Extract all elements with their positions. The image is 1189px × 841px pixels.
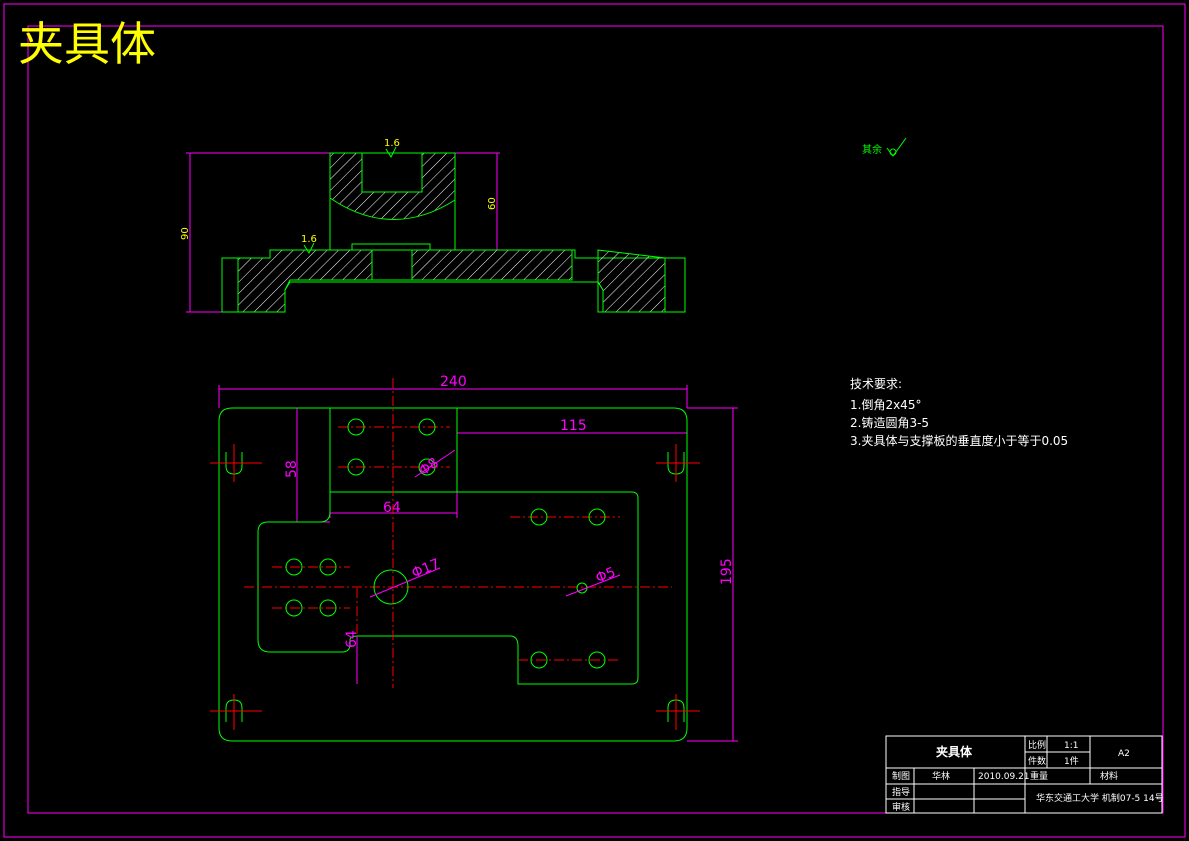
- hole: [285, 599, 303, 617]
- tb-qty-value: 1件: [1064, 755, 1079, 767]
- tech-item: 2.铸造圆角3-5: [850, 415, 929, 430]
- boss-hatch: [329, 152, 456, 220]
- tb-checked-label: 审核: [892, 801, 910, 813]
- title-block: 夹具体 比例 1:1 件数 1件 A2 制图 华林 2010.09.21 重量 …: [885, 735, 1164, 814]
- tb-material-label: 材料: [1100, 770, 1118, 782]
- tb-school: 华东交通工大学 机制07-5 14号: [1036, 792, 1164, 804]
- base-center-hole: [371, 249, 413, 281]
- leader-large-hole: [369, 567, 441, 598]
- tech-item: 3.夹具体与支撑板的垂直度小于等于0.05: [850, 433, 1068, 448]
- tech-requirements: 技术要求: 1.倒角2x45° 2.铸造圆角3-5 3.夹具体与支撑板的垂直度小…: [850, 377, 1068, 448]
- tb-scale-value: 1:1: [1064, 741, 1078, 751]
- tb-drawn-label: 制图: [892, 770, 910, 782]
- tb-scale-label: 比例: [1028, 739, 1046, 751]
- roughness-top-label: 1.6: [384, 138, 400, 149]
- dim-60-label: 60: [487, 197, 498, 210]
- dim-64-label: 64: [383, 500, 401, 516]
- roughness-rest-label: 其余: [862, 143, 882, 156]
- roughness-rest-symbol: [886, 137, 907, 157]
- dim-small-hole-label: Φ8: [416, 455, 441, 479]
- base-hatch-right: [597, 249, 666, 313]
- hole: [418, 418, 436, 436]
- dim-64-vertical-label: 64: [344, 630, 360, 648]
- leader-pin-hole: [565, 574, 621, 597]
- tech-heading: 技术要求:: [850, 377, 902, 391]
- hole: [418, 458, 436, 476]
- hole: [319, 599, 337, 617]
- dim-pin-hole-label: Φ5: [594, 564, 618, 586]
- slot-top-right: [656, 444, 700, 482]
- roughness-top-symbol: [385, 146, 397, 159]
- roughness-rest-circle: [889, 148, 897, 156]
- boss-slot: [361, 152, 423, 193]
- dim-large-hole-label: Φ17: [410, 556, 443, 582]
- section-view: 90 60 1.6 1.6: [180, 138, 686, 313]
- slot-bottom-left: [210, 694, 262, 730]
- tb-sheet-size: A2: [1118, 749, 1130, 759]
- hole: [319, 558, 337, 576]
- roughness-left-symbol: [303, 242, 315, 255]
- hole: [530, 651, 548, 669]
- hole: [347, 418, 365, 436]
- tb-date: 2010.09.21: [978, 772, 1030, 782]
- plan-view: 240 195 115 58 64: [210, 374, 738, 742]
- slot-bottom-right: [656, 694, 700, 730]
- tb-designed-label: 指导: [892, 786, 910, 798]
- hole: [285, 558, 303, 576]
- title-block-frame: [885, 735, 1163, 814]
- hole: [588, 651, 606, 669]
- slot-top-left: [210, 444, 262, 482]
- outer-border: [3, 3, 1186, 838]
- tb-qty-label: 件数: [1028, 755, 1046, 767]
- roughness-left-label: 1.6: [301, 234, 317, 245]
- hole: [530, 508, 548, 526]
- hole: [588, 508, 606, 526]
- tech-item: 1.倒角2x45°: [850, 398, 921, 412]
- dim-58-label: 58: [284, 460, 300, 478]
- hole: [347, 458, 365, 476]
- large-hole: [373, 569, 409, 605]
- tb-drawn-name: 华林: [932, 770, 950, 782]
- dim-195-label: 195: [719, 558, 735, 585]
- tb-part-name: 夹具体: [936, 744, 973, 759]
- dim-90-label: 90: [180, 227, 191, 240]
- dim-240-label: 240: [440, 374, 467, 390]
- tb-weight-label: 重量: [1030, 770, 1048, 782]
- dim-115-label: 115: [560, 418, 587, 434]
- plate-outline: [218, 407, 688, 742]
- base-hatch-left: [237, 249, 373, 313]
- base-hatch-middle: [411, 249, 573, 281]
- inner-border: [27, 25, 1164, 814]
- pocket-outline: [257, 491, 639, 685]
- leader-small-hole: [414, 449, 456, 478]
- drawing-title: 夹具体: [18, 17, 156, 71]
